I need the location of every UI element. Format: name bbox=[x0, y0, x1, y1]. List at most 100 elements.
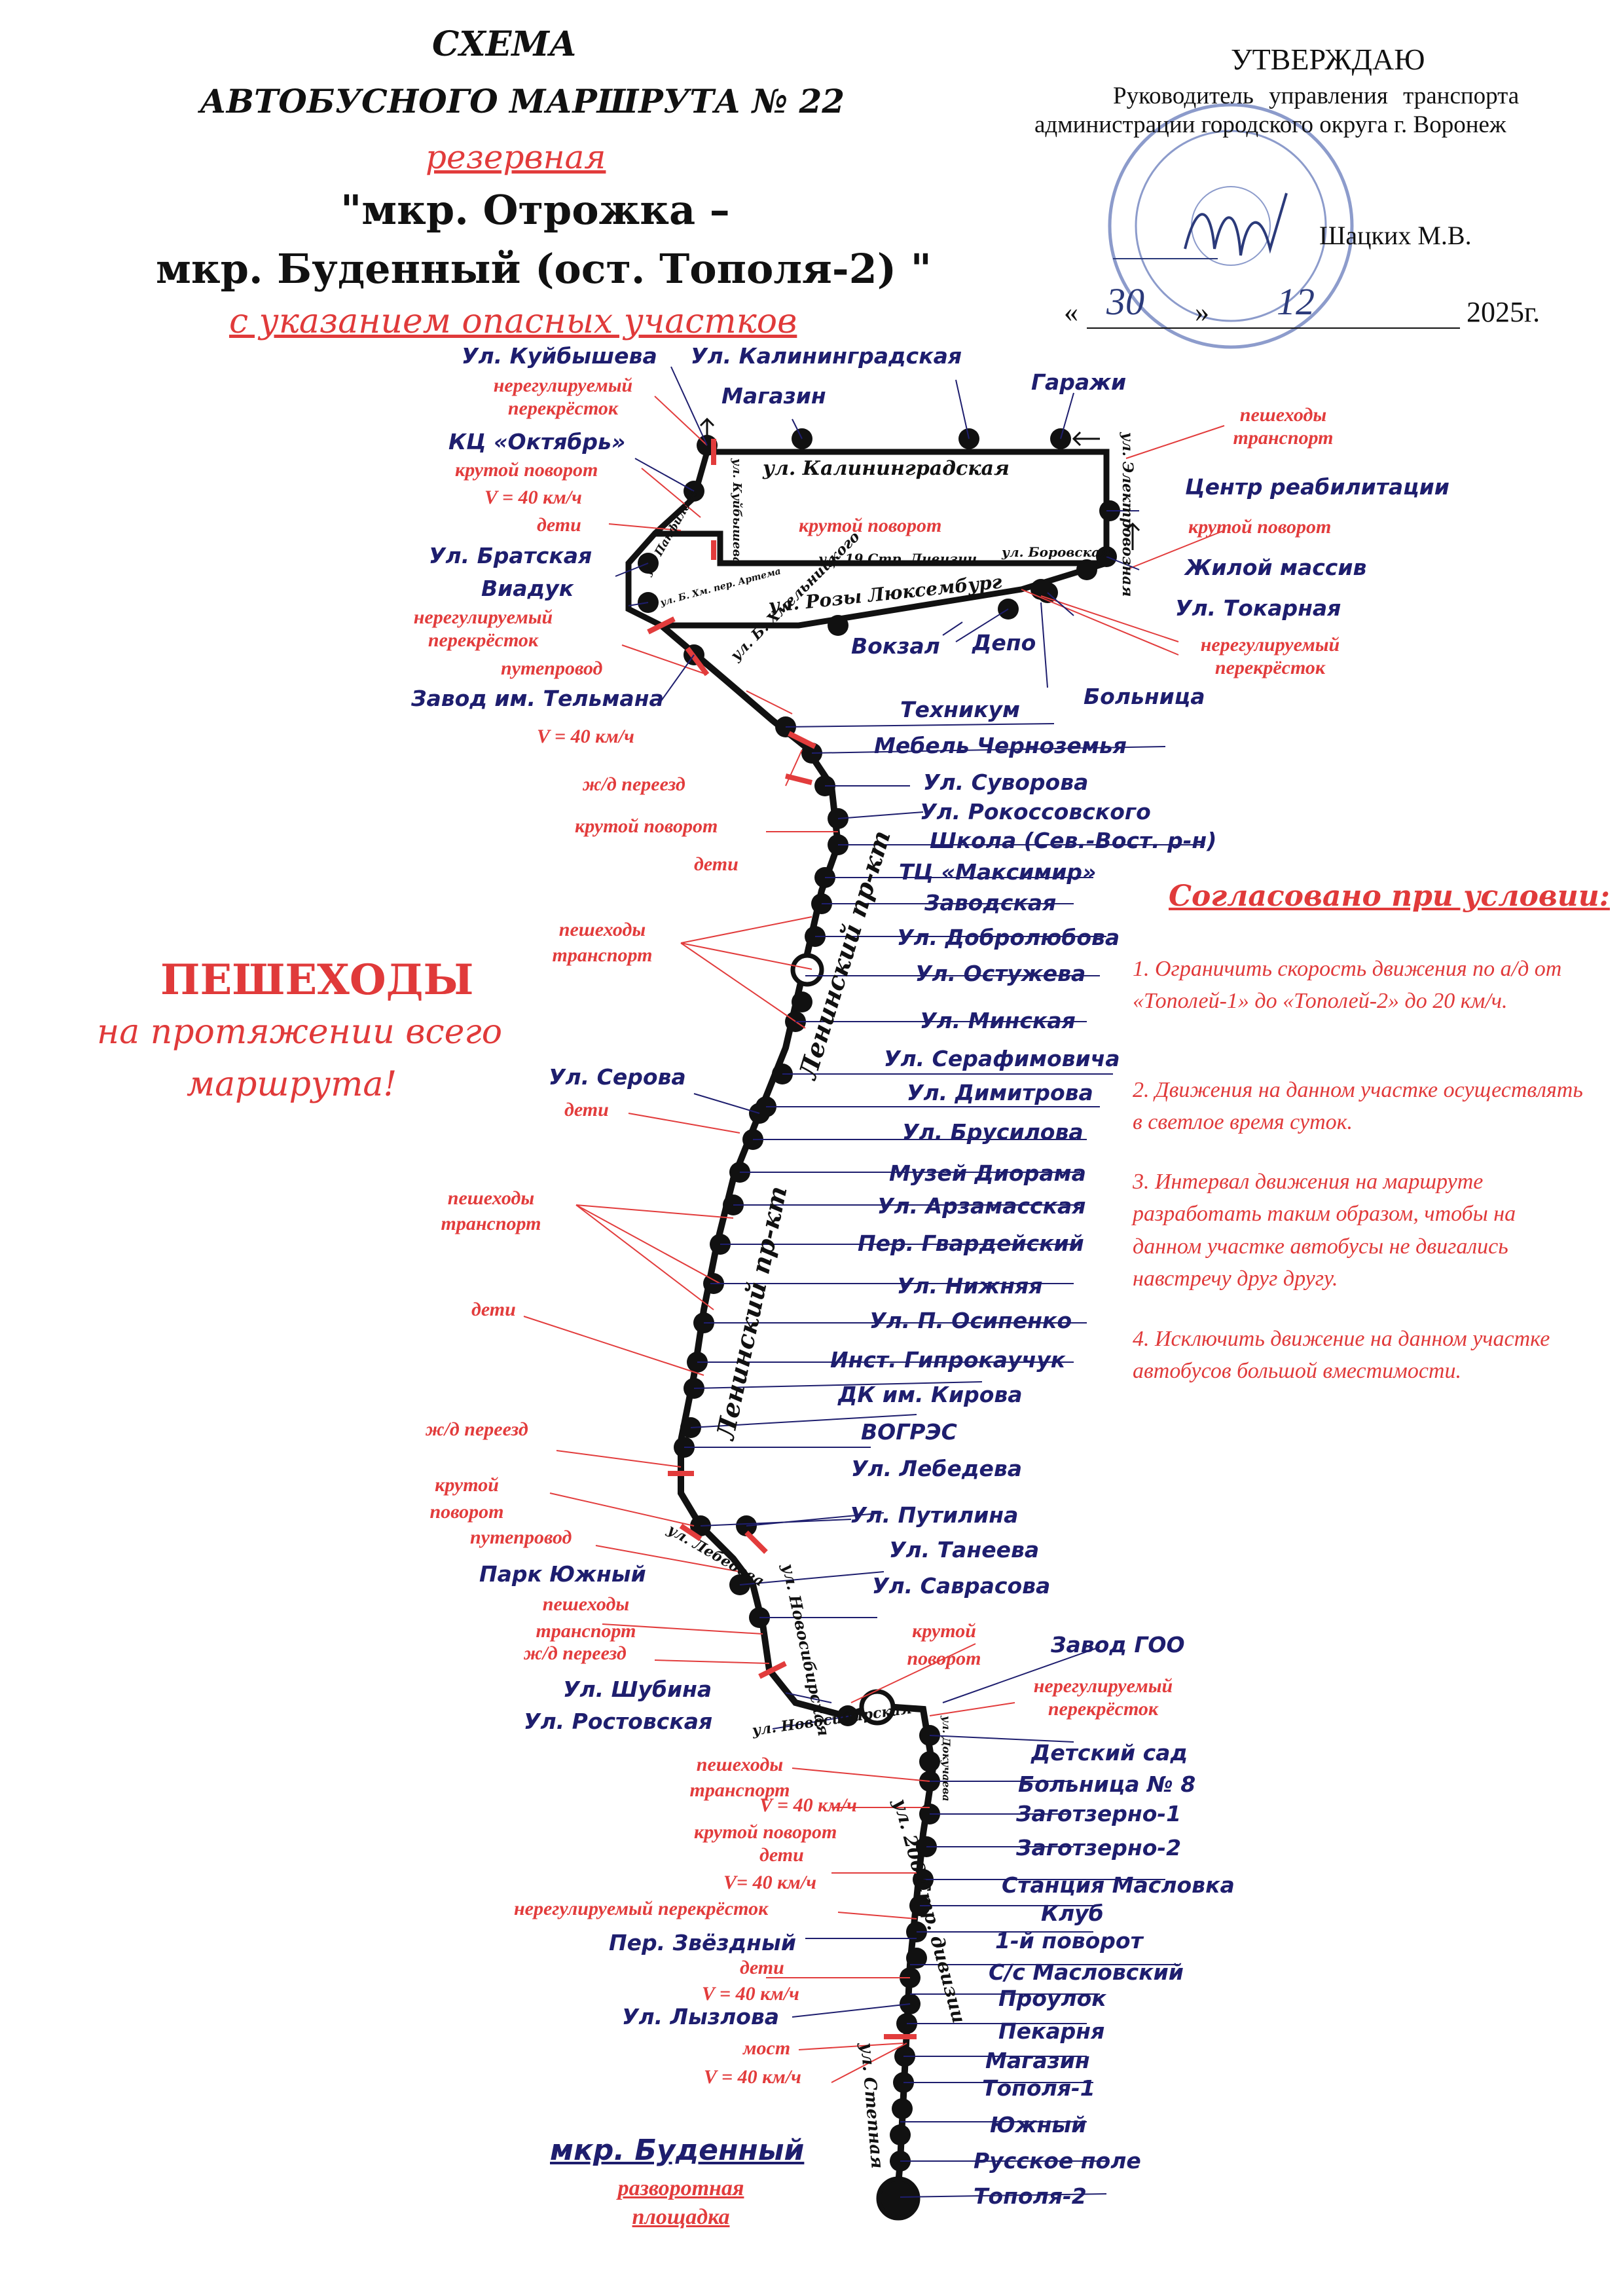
stop-label: С/с Масловский bbox=[989, 1959, 1184, 1985]
stop-label: ВОГРЭС bbox=[861, 1419, 957, 1445]
stop-label: Ул. Лызлова bbox=[622, 2004, 780, 2029]
hazard-label: нерегулируемый перекрёсток bbox=[1200, 634, 1340, 678]
hazard-label: крутой поворот bbox=[429, 1474, 504, 1523]
hazard-label: нерегулируемый перекрёсток bbox=[413, 606, 553, 651]
stop-label: Ул. Лебедева bbox=[851, 1456, 1023, 1481]
black-dot-icon bbox=[892, 2098, 913, 2119]
stop-label: Тополя-2 bbox=[974, 2183, 1087, 2209]
hazard-label: путепровод bbox=[501, 657, 603, 679]
stop-label: Ул. Путилина bbox=[850, 1502, 1019, 1528]
approval-month: 12 bbox=[1277, 280, 1315, 323]
hazard-label: крутой поворот bbox=[907, 1620, 981, 1669]
black-dot-icon bbox=[828, 615, 848, 636]
approval-name: Шацких М.В. bbox=[1319, 221, 1472, 250]
stop-label: Магазин bbox=[721, 383, 826, 409]
hazard-label: ж/д переезд bbox=[524, 1642, 627, 1664]
stop-label: Виадук bbox=[481, 576, 574, 601]
stop-label: Школа (Сев.-Вост. р-н) bbox=[930, 828, 1217, 853]
hazard-label: дети bbox=[564, 1099, 609, 1120]
terminus-name: мкр. Буденный bbox=[550, 2134, 805, 2167]
black-dot-icon bbox=[919, 1751, 940, 1772]
hazard-label: V= 40 км/ч bbox=[723, 1872, 816, 1893]
hazard-label: нерегулируемый перекрёсток bbox=[493, 375, 633, 419]
stop-label: Ул. Саврасова bbox=[872, 1573, 1051, 1599]
stop-label: Заготзерно-2 bbox=[1016, 1835, 1182, 1861]
terminus-sub: разворотная площадка bbox=[617, 2176, 744, 2230]
black-dot-icon bbox=[1076, 559, 1097, 580]
condition-1: 1. Ограничить скорость движения по а/д о… bbox=[1133, 957, 1562, 1014]
title-line-1: СХЕМА bbox=[432, 24, 577, 64]
approval-head: УТВЕРЖДАЮ bbox=[1231, 43, 1425, 76]
hazard-label: дети bbox=[740, 1957, 784, 1978]
stop-label: ДК им. Кирова bbox=[838, 1382, 1023, 1407]
stop-label: Ул. Куйбышева bbox=[462, 343, 657, 369]
stop-label: Ул. Рокоссовского bbox=[920, 799, 1151, 824]
stop-label: Пер. Звёздный bbox=[609, 1930, 796, 1955]
hazard-label: V = 40 км/ч bbox=[704, 2066, 801, 2088]
title-line-4: "мкр. Отрожка – bbox=[340, 186, 730, 234]
hazard-label: пешеходы транспорт bbox=[552, 919, 653, 966]
hazard-label: дети bbox=[694, 853, 739, 875]
hazard-label: V = 40 км/ч bbox=[759, 1794, 857, 1816]
stop-label: ТЦ «Максимир» bbox=[899, 859, 1097, 885]
approval-year: 2025г. bbox=[1467, 296, 1541, 328]
stop-label: Центр реабилитации bbox=[1185, 474, 1450, 500]
hazard-label: пешеходы транспорт bbox=[536, 1593, 636, 1642]
approval-date-underline bbox=[1087, 327, 1460, 329]
street-borov: ул. Боровская bbox=[1001, 544, 1110, 560]
stop-label: Инст. Гипрокаучук bbox=[830, 1347, 1066, 1373]
stop-label: Ул. Токарная bbox=[1175, 595, 1341, 621]
street-stepn: ул. Степная bbox=[856, 2041, 887, 2170]
stop-label: Проулок bbox=[998, 1986, 1106, 2011]
hazard-label: пешеходы транспорт bbox=[689, 1754, 790, 1801]
hazard-label: мост bbox=[743, 2037, 791, 2059]
stop-label: Вокзал bbox=[851, 633, 940, 659]
stop-label: Ул. Ростовская bbox=[524, 1709, 713, 1734]
stop-label: Тополя-1 bbox=[982, 2075, 1095, 2101]
stop-label: Гаражи bbox=[1031, 369, 1127, 395]
stop-leader-lines bbox=[615, 366, 1205, 2198]
approval-line-1: Руководитель управления транспорта bbox=[1113, 83, 1520, 109]
stop-label: Парк Южный bbox=[479, 1561, 646, 1587]
hazard-label: нерегулируемый перекрёсток bbox=[1033, 1675, 1173, 1720]
stop-label: Клуб bbox=[1041, 1900, 1104, 1926]
street-bkhm-artema: ул. Б. Хм. пер. Артема bbox=[659, 566, 782, 608]
pedestrians-notice-2: на протяжении всего bbox=[97, 1012, 502, 1052]
direction-arrows bbox=[699, 417, 1140, 550]
hazard-label: ж/д переезд bbox=[426, 1418, 528, 1440]
stop-label: Жилой массив bbox=[1185, 555, 1367, 580]
stop-label: Ул. Нижняя bbox=[897, 1273, 1043, 1299]
stop-label: Русское поле bbox=[974, 2148, 1141, 2174]
pedestrians-notice-1: ПЕШЕХОДЫ bbox=[160, 955, 474, 1005]
street-kuib: ул. Куйбышева bbox=[730, 458, 744, 565]
street-dokuch: ул. Докучаева bbox=[940, 1715, 953, 1802]
stop-label: Ул. Минская bbox=[920, 1008, 1076, 1033]
hazard-label: пешеходы транспорт bbox=[1233, 404, 1334, 449]
hazard-label: крутой поворот bbox=[575, 815, 718, 837]
title-line-2: АВТОБУСНОГО МАРШРУТА № 22 bbox=[200, 82, 845, 120]
stop-label: КЦ «Октябрь» bbox=[448, 429, 626, 454]
stop-label: Ул. Остужева bbox=[915, 961, 1086, 986]
stop-label: Техникум bbox=[900, 697, 1020, 722]
street-kalinin: ул. Калининградская bbox=[762, 457, 1010, 480]
stop-label: Больница № 8 bbox=[1018, 1771, 1196, 1797]
black-dot-icon bbox=[906, 1948, 927, 1969]
approval-line-2: администрации городского округа г. Ворон… bbox=[1034, 111, 1506, 138]
hazard-label: ж/д переезд bbox=[583, 773, 685, 795]
hazard-label: крутой поворот bbox=[799, 515, 942, 536]
stop-label: Станция Масловка bbox=[1002, 1872, 1235, 1898]
ring-icon bbox=[876, 2176, 921, 2221]
conditions-heading: Согласовано при условии: bbox=[1169, 880, 1610, 913]
stop-label: Магазин bbox=[985, 2048, 1090, 2073]
black-dot-icon bbox=[890, 2124, 911, 2145]
hazard-label: V = 40 км/ч bbox=[702, 1983, 799, 2005]
hazard-label: крутой поворот bbox=[694, 1821, 837, 1843]
street-19: ул. 19 Стр. Дивизии bbox=[818, 551, 977, 566]
street-206: ул. 206 Стр. дивизии bbox=[889, 1796, 970, 2026]
stop-label: Ул. Добролюбова bbox=[897, 925, 1120, 950]
title-line-6: с указанием опасных участков bbox=[229, 302, 797, 341]
stop-label: 1-й поворот bbox=[995, 1928, 1143, 1953]
title-line-3: резервная bbox=[426, 138, 606, 176]
stop-label: Ул. Арзамасская bbox=[877, 1193, 1086, 1219]
